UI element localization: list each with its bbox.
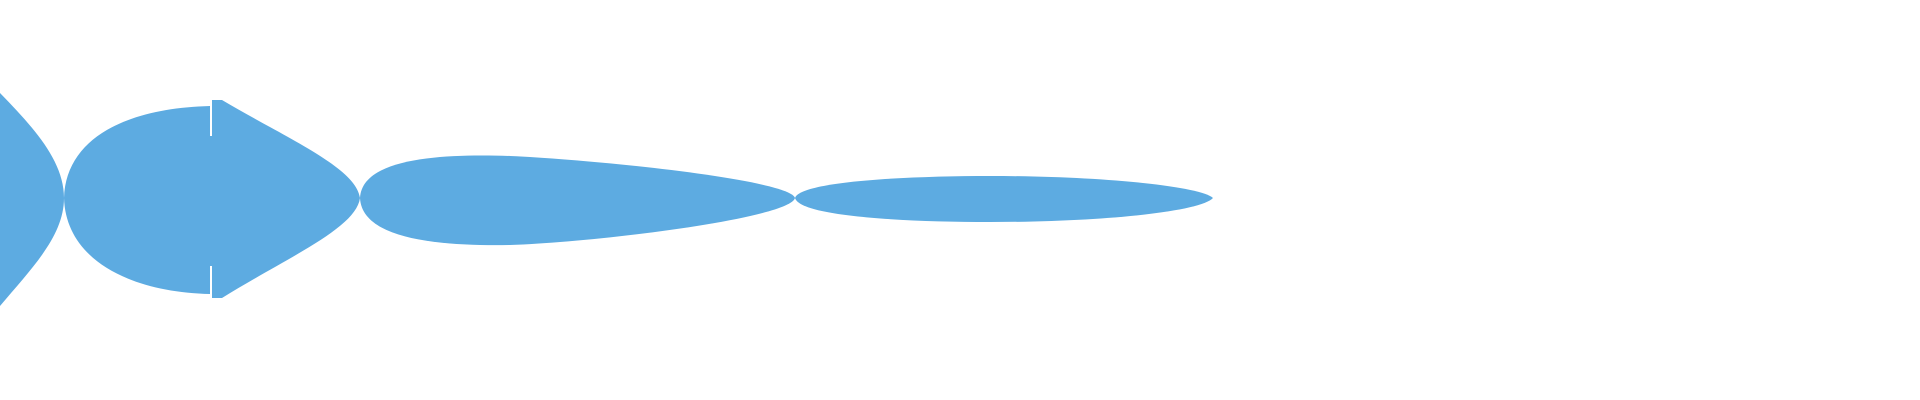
teardrop-lobe [360,155,795,246]
arrowhead-taper [212,100,360,298]
split-oval-bulb [64,106,212,294]
thin-ellipse-tail [795,176,1213,222]
left-partial-bulb [0,93,64,306]
